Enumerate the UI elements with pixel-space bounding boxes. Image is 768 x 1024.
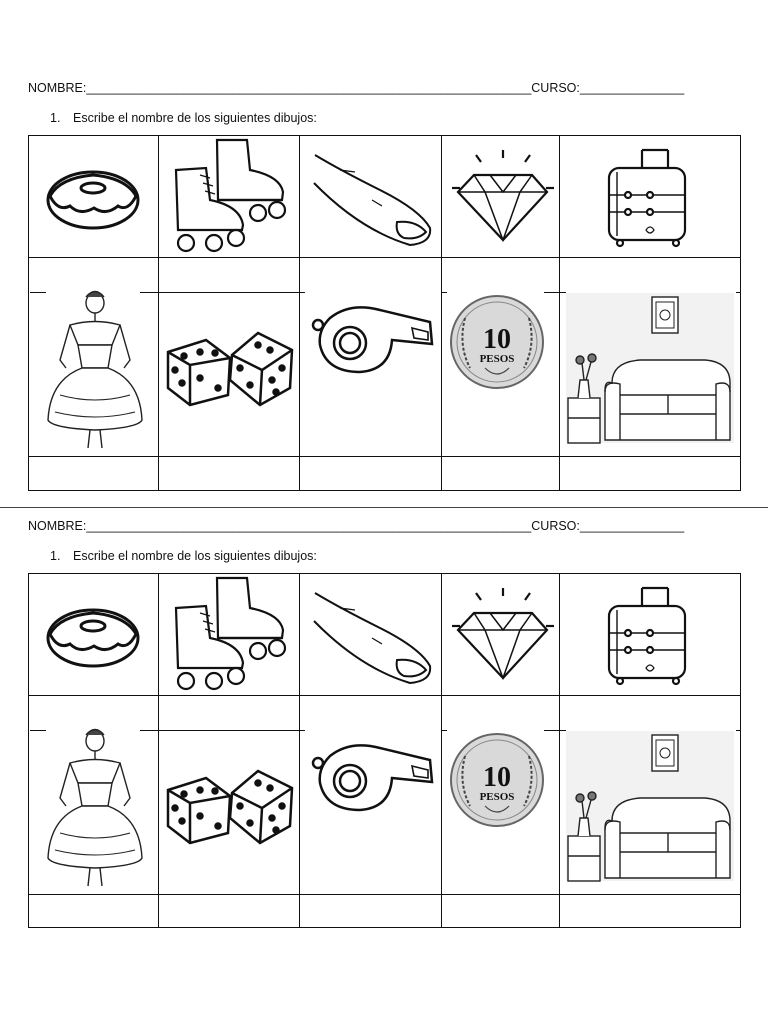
name-field[interactable]: ________________________________________… bbox=[86, 81, 532, 95]
roller-skates-icon bbox=[174, 576, 287, 691]
instruction: 1. Escribe el nombre de los siguientes di… bbox=[50, 111, 317, 125]
diamond-icon bbox=[452, 588, 554, 681]
instruction: 1. Escribe el nombre de los siguientes di… bbox=[50, 549, 317, 563]
suitcase-icon bbox=[607, 148, 687, 248]
lady-in-dress-icon bbox=[47, 728, 143, 887]
instruction-text: Escribe el nombre de los siguientes dibu… bbox=[73, 549, 317, 563]
coin-value: 10 bbox=[483, 762, 511, 793]
whistle-icon bbox=[311, 306, 434, 374]
course-field[interactable]: _______________ bbox=[579, 519, 685, 533]
instruction-number: 1. bbox=[50, 549, 61, 563]
coin-icon: 10 PESOS bbox=[450, 733, 544, 827]
finger-icon bbox=[313, 592, 432, 685]
living-room-icon bbox=[566, 731, 734, 882]
course-field[interactable]: _______________ bbox=[579, 81, 685, 95]
coin-currency: PESOS bbox=[480, 791, 515, 803]
finger-icon bbox=[313, 154, 432, 247]
grid-border bbox=[28, 135, 741, 491]
lady-in-dress-icon bbox=[47, 290, 143, 449]
name-field[interactable]: ________________________________________… bbox=[86, 519, 532, 533]
instruction-text: Escribe el nombre de los siguientes dibu… bbox=[73, 111, 317, 125]
coin-currency: PESOS bbox=[480, 353, 515, 365]
course-label: CURSO: bbox=[531, 519, 580, 533]
living-room-icon bbox=[566, 293, 734, 444]
dice-icon bbox=[166, 331, 294, 407]
donut-icon bbox=[46, 608, 140, 668]
name-label: NOMBRE: bbox=[28, 81, 87, 95]
header-line: NOMBRE:_________________________________… bbox=[28, 519, 684, 533]
dice-icon bbox=[166, 769, 294, 845]
worksheet-1: NOMBRE:_________________________________… bbox=[0, 0, 768, 491]
instruction-number: 1. bbox=[50, 111, 61, 125]
grid-border bbox=[28, 573, 741, 928]
picture-grid: 10 PESOS bbox=[28, 573, 741, 928]
diamond-icon bbox=[452, 150, 554, 243]
coin-value: 10 bbox=[483, 324, 511, 355]
suitcase-icon bbox=[607, 586, 687, 686]
name-label: NOMBRE: bbox=[28, 519, 87, 533]
course-label: CURSO: bbox=[531, 81, 580, 95]
cut-line bbox=[0, 507, 768, 508]
donut-icon bbox=[46, 170, 140, 230]
picture-grid: 10 PESOS bbox=[28, 135, 741, 491]
roller-skates-icon bbox=[174, 138, 287, 253]
worksheet-2: NOMBRE:_________________________________… bbox=[0, 438, 768, 928]
header-line: NOMBRE:_________________________________… bbox=[28, 81, 684, 95]
coin-icon: 10 PESOS bbox=[450, 295, 544, 389]
whistle-icon bbox=[311, 744, 434, 812]
